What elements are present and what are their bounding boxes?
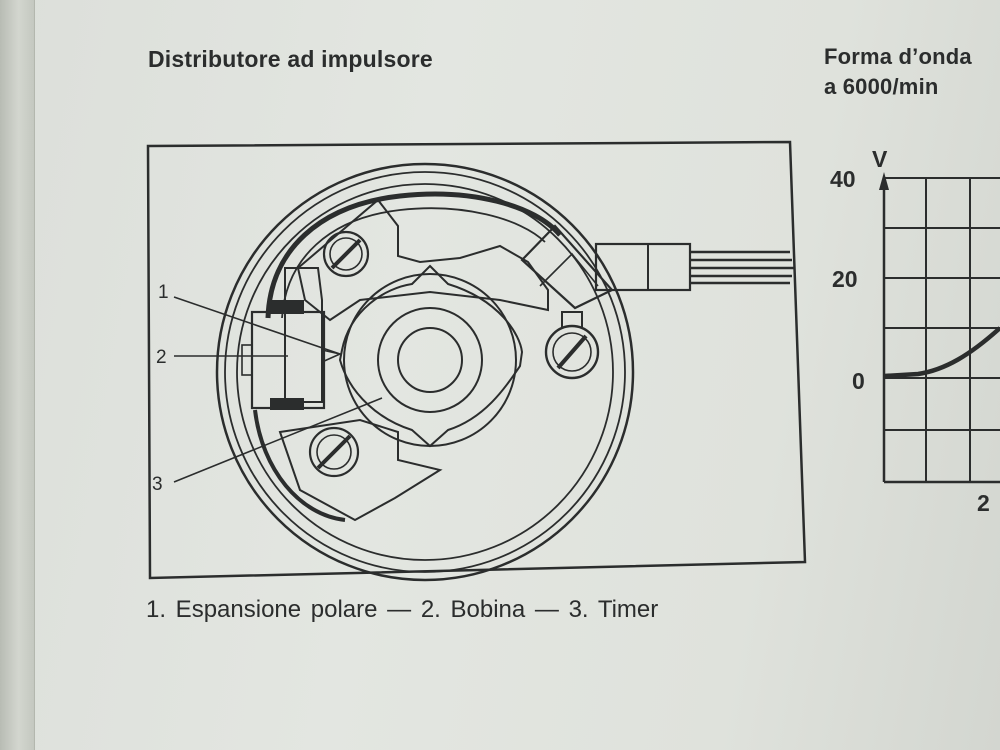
cable-connector [594,242,692,292]
callout-3-leader [173,397,383,483]
callout-label-3: 3 [152,474,163,495]
screw-right [544,311,600,380]
coil-body [250,310,326,410]
wire-track [265,191,562,319]
coil-side-tab [241,344,253,376]
x-tick-partial: 2 [977,490,990,516]
timer-hub-inner [397,327,463,393]
cable-grommet [520,224,614,310]
distributor-figure-title: Distributore ad impulsore [148,46,433,72]
timer-rotor [338,264,524,448]
callout-label-1: 1 [158,282,169,303]
housing-ring-2 [224,171,626,573]
cable-grommet-inner [539,252,599,287]
waveform-title-line2: a 6000/min [824,74,939,99]
housing-outer-ring [215,162,635,582]
housing-ring-3 [236,183,614,561]
y-tick-20: 20 [832,266,858,292]
screw-top [322,230,370,278]
wire-track-inner [281,207,546,319]
pole-shoe-tip [321,349,343,364]
y-tick-0: 0 [852,368,865,394]
diagram-frame [146,140,807,580]
cable-wires [690,250,794,285]
coil-cap-top [270,300,304,314]
wire-lower [253,409,346,522]
waveform-curve [883,326,1000,379]
timer-outer-circle [343,273,517,447]
waveform-title-line1: Forma d’onda [824,44,972,69]
distributor-caption: 1. Espansione polare — 2. Bobina — 3. Ti… [146,596,659,623]
y-axis-unit: V [872,146,888,172]
callout-label-2: 2 [156,347,167,368]
coil-cap-bottom [270,398,304,410]
page-binding-edge [0,0,35,750]
coil-housing [284,267,323,403]
screw-bottom [308,426,360,478]
y-axis-arrow [879,172,889,190]
callout-1-leader [173,296,341,355]
timer-hub-outer [377,307,483,413]
y-tick-40: 40 [830,166,856,192]
upper-base-plate [296,198,549,322]
waveform-chart [879,172,1000,484]
distributor-diagram [146,140,807,582]
